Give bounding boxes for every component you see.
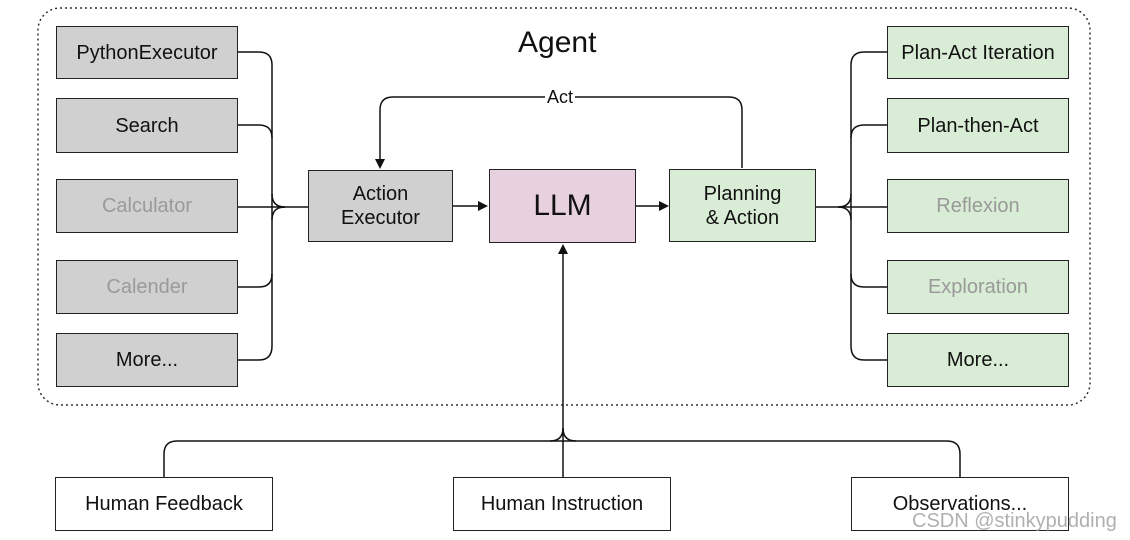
tool-calculator: Calculator (56, 179, 238, 233)
strategy-label: Plan-then-Act (917, 114, 1039, 137)
strategy-label: Exploration (927, 276, 1029, 298)
action-executor-label: Action Executor (341, 183, 420, 229)
human-feedback-box: Human Feedback (55, 477, 273, 531)
strategy-label: Reflexion (936, 195, 1020, 217)
strategy-more: More... (887, 333, 1069, 387)
tool-calender: Calender (56, 260, 238, 314)
strategy-plan-then-act: Plan-then-Act (887, 98, 1069, 153)
strategy-reflexion: Reflexion (887, 179, 1069, 233)
observations-box: Observations... (851, 477, 1069, 531)
planning-action-box: Planning & Action (669, 169, 816, 242)
strategy-plan-act-iteration: Plan-Act Iteration (887, 26, 1069, 79)
tool-label: PythonExecutor (76, 41, 218, 64)
llm-box: LLM (489, 169, 636, 243)
watermark: CSDN @stinkypudding (912, 510, 1117, 532)
tool-search: Search (56, 98, 238, 153)
strategy-exploration: Exploration (887, 260, 1069, 314)
tool-label: More... (115, 349, 179, 371)
input-label: Human Feedback (85, 493, 243, 515)
agent-title: Agent (518, 26, 597, 59)
tool-more: More... (56, 333, 238, 387)
llm-label: LLM (533, 189, 592, 222)
planning-action-label: Planning & Action (703, 182, 782, 229)
strategy-label: Plan-Act Iteration (901, 41, 1055, 64)
tool-label: Calender (106, 276, 188, 298)
tool-python-executor: PythonExecutor (56, 26, 238, 79)
input-label: Human Instruction (480, 493, 644, 515)
strategy-label: More... (946, 349, 1010, 371)
human-instruction-box: Human Instruction (453, 477, 671, 531)
tool-label: Search (115, 114, 179, 137)
action-executor-box: Action Executor (308, 170, 453, 242)
act-label: Act (545, 87, 576, 108)
input-bus (163, 244, 961, 477)
input-label: Observations... (892, 493, 1028, 515)
tool-bus (237, 51, 308, 361)
tool-label: Calculator (101, 195, 193, 217)
strategy-bus (816, 51, 888, 361)
